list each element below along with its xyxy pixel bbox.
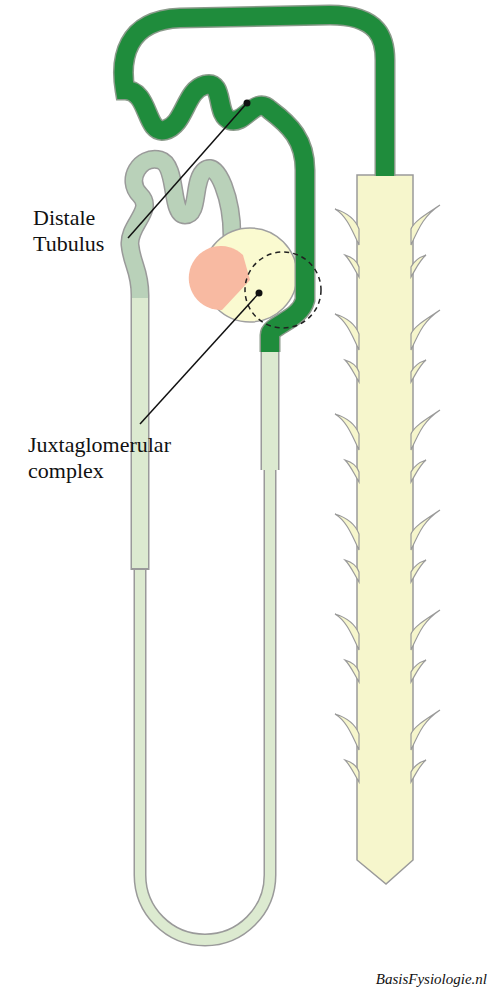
duct-branch bbox=[335, 314, 359, 350]
duct-branch bbox=[411, 310, 440, 350]
duct-branch bbox=[411, 660, 426, 682]
leader-dot bbox=[244, 100, 251, 107]
part-label: Distale Tubulus bbox=[33, 205, 133, 258]
duct-branch bbox=[411, 560, 426, 582]
leader-dot bbox=[256, 290, 263, 297]
duct-branch bbox=[335, 514, 359, 550]
duct-branch bbox=[411, 760, 426, 782]
duct-branch bbox=[411, 205, 440, 245]
distal-tubule bbox=[124, 15, 385, 352]
duct-branch bbox=[411, 610, 440, 650]
part-label: Juxtaglomerular complex bbox=[28, 432, 223, 485]
duct-branch bbox=[411, 710, 440, 750]
glomerulus bbox=[189, 246, 250, 310]
watermark: BasisFysiologie.nl bbox=[376, 970, 487, 988]
duct-branch bbox=[335, 209, 359, 245]
duct-branch bbox=[345, 760, 359, 782]
duct-branch bbox=[335, 614, 359, 650]
duct-branch bbox=[345, 660, 359, 682]
leader-line bbox=[128, 103, 247, 238]
duct-branch bbox=[411, 255, 426, 277]
duct-branch bbox=[411, 460, 426, 482]
duct-branch bbox=[345, 560, 359, 582]
duct-branch bbox=[345, 360, 359, 382]
duct-branch bbox=[335, 714, 359, 750]
duct-branch bbox=[345, 255, 359, 277]
duct-branch bbox=[411, 510, 440, 550]
duct-branch bbox=[335, 414, 359, 450]
duct-branch bbox=[345, 460, 359, 482]
proximal-tubule bbox=[130, 159, 232, 570]
collecting-duct bbox=[335, 175, 440, 884]
duct-branch bbox=[411, 410, 440, 450]
duct-branch bbox=[411, 360, 426, 382]
leader-line bbox=[140, 293, 259, 424]
jg-dashed-circle bbox=[245, 252, 321, 328]
